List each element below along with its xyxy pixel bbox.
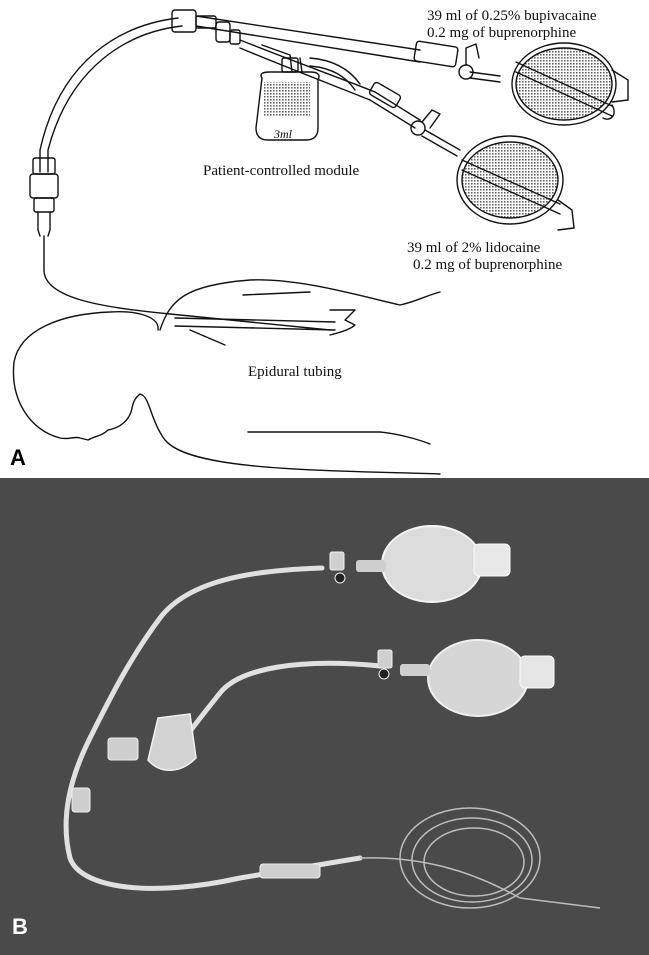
photo-upper-bag <box>356 526 510 602</box>
filter-connector <box>30 158 58 236</box>
panel-b-photo: B <box>0 478 649 955</box>
photo-upper-tube <box>66 568 360 888</box>
photo-patient-module <box>72 714 196 812</box>
lower-bag <box>457 136 574 230</box>
photo-filter <box>260 864 320 878</box>
infusion-system-drawing <box>0 0 649 478</box>
panel-b-letter: B <box>12 914 28 940</box>
lower-bag-drug-label: 39 ml of 2% lidocaine <box>407 240 540 257</box>
epidural-catheter <box>44 236 330 330</box>
lower-bag-dose-label: 0.2 mg of buprenorphine <box>413 257 562 274</box>
upper-bag-dose-label: 0.2 mg of buprenorphine <box>427 25 576 42</box>
upper-bag-drug-label: 39 ml of 0.25% bupivacaine <box>427 8 597 25</box>
upper-line <box>196 16 458 67</box>
lower-stopcock <box>411 110 460 156</box>
photo-catheter-coil <box>360 808 600 908</box>
panel-a-drawing: 39 ml of 0.25% bupivacaine 0.2 mg of bup… <box>0 0 649 478</box>
photo-lower-bag <box>400 640 554 716</box>
patient-outline <box>13 280 440 474</box>
panel-a-letter: A <box>10 445 26 471</box>
photo-lower-tube <box>165 663 380 768</box>
patient-module-label: Patient-controlled module <box>203 163 359 180</box>
upper-stopcock <box>459 44 500 82</box>
reservoir-volume-label: 3ml <box>274 126 292 143</box>
device-photo <box>0 478 649 955</box>
main-tubing <box>40 18 182 172</box>
epidural-tubing-label: Epidural tubing <box>248 364 342 381</box>
upper-bag <box>512 43 628 125</box>
